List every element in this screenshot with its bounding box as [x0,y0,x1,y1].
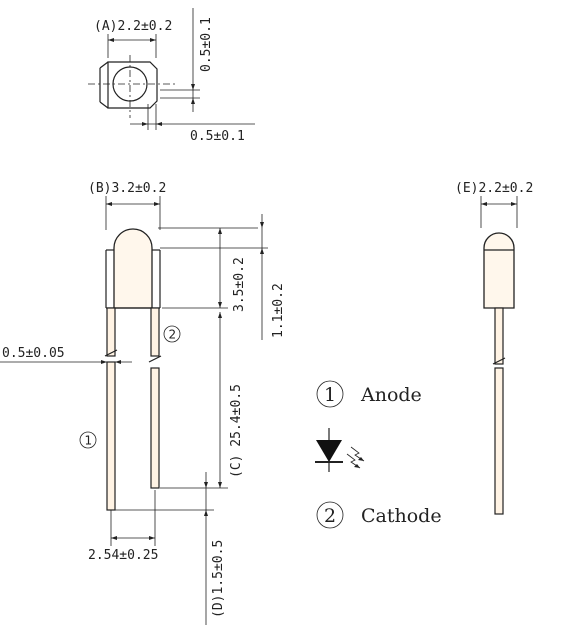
dim-b-label: (B)3.2±0.2 [88,181,166,196]
side-view: (B)3.2±0.2 2 1 0.5±0.05 [0,181,286,625]
photodiode-symbol-icon [315,428,365,472]
dim-e-label: (E)2.2±0.2 [455,181,533,196]
led-body-side [113,228,153,309]
pin1-marker: 1 [85,434,93,448]
end-view: (E)2.2±0.2 [455,181,533,515]
dim-a-label: (A)2.2±0.2 [94,19,172,34]
legend-pin1-number: 1 [324,384,336,406]
led-body-end [483,232,515,309]
dim-lead-width-label: 0.5±0.05 [2,346,65,361]
lead-2 [150,307,160,357]
dim-d-label: (D)1.5±0.5 [211,540,226,618]
pin-legend: 1 Anode 2 Cathode [315,380,442,529]
dim-lead-length-label: (C) 25.4±0.5 [229,384,244,478]
legend-pin2-label: Cathode [361,505,442,527]
dim-top-vertical-label: 0.5±0.1 [199,17,214,72]
lead-1 [106,307,116,357]
legend-pin2-number: 2 [324,505,336,527]
pin2-marker: 2 [169,328,177,342]
dim-height-label: 3.5±0.2 [232,257,247,312]
top-view: (A)2.2±0.2 0.5±0.1 0.5±0.1 [88,8,255,144]
dim-top-horizontal-label: 0.5±0.1 [190,129,245,144]
end-view-lead [494,307,504,365]
dim-pitch-label: 2.54±0.25 [88,548,158,563]
legend-pin1-label: Anode [360,384,422,406]
dim-dome-label: 1.1±0.2 [271,283,286,338]
